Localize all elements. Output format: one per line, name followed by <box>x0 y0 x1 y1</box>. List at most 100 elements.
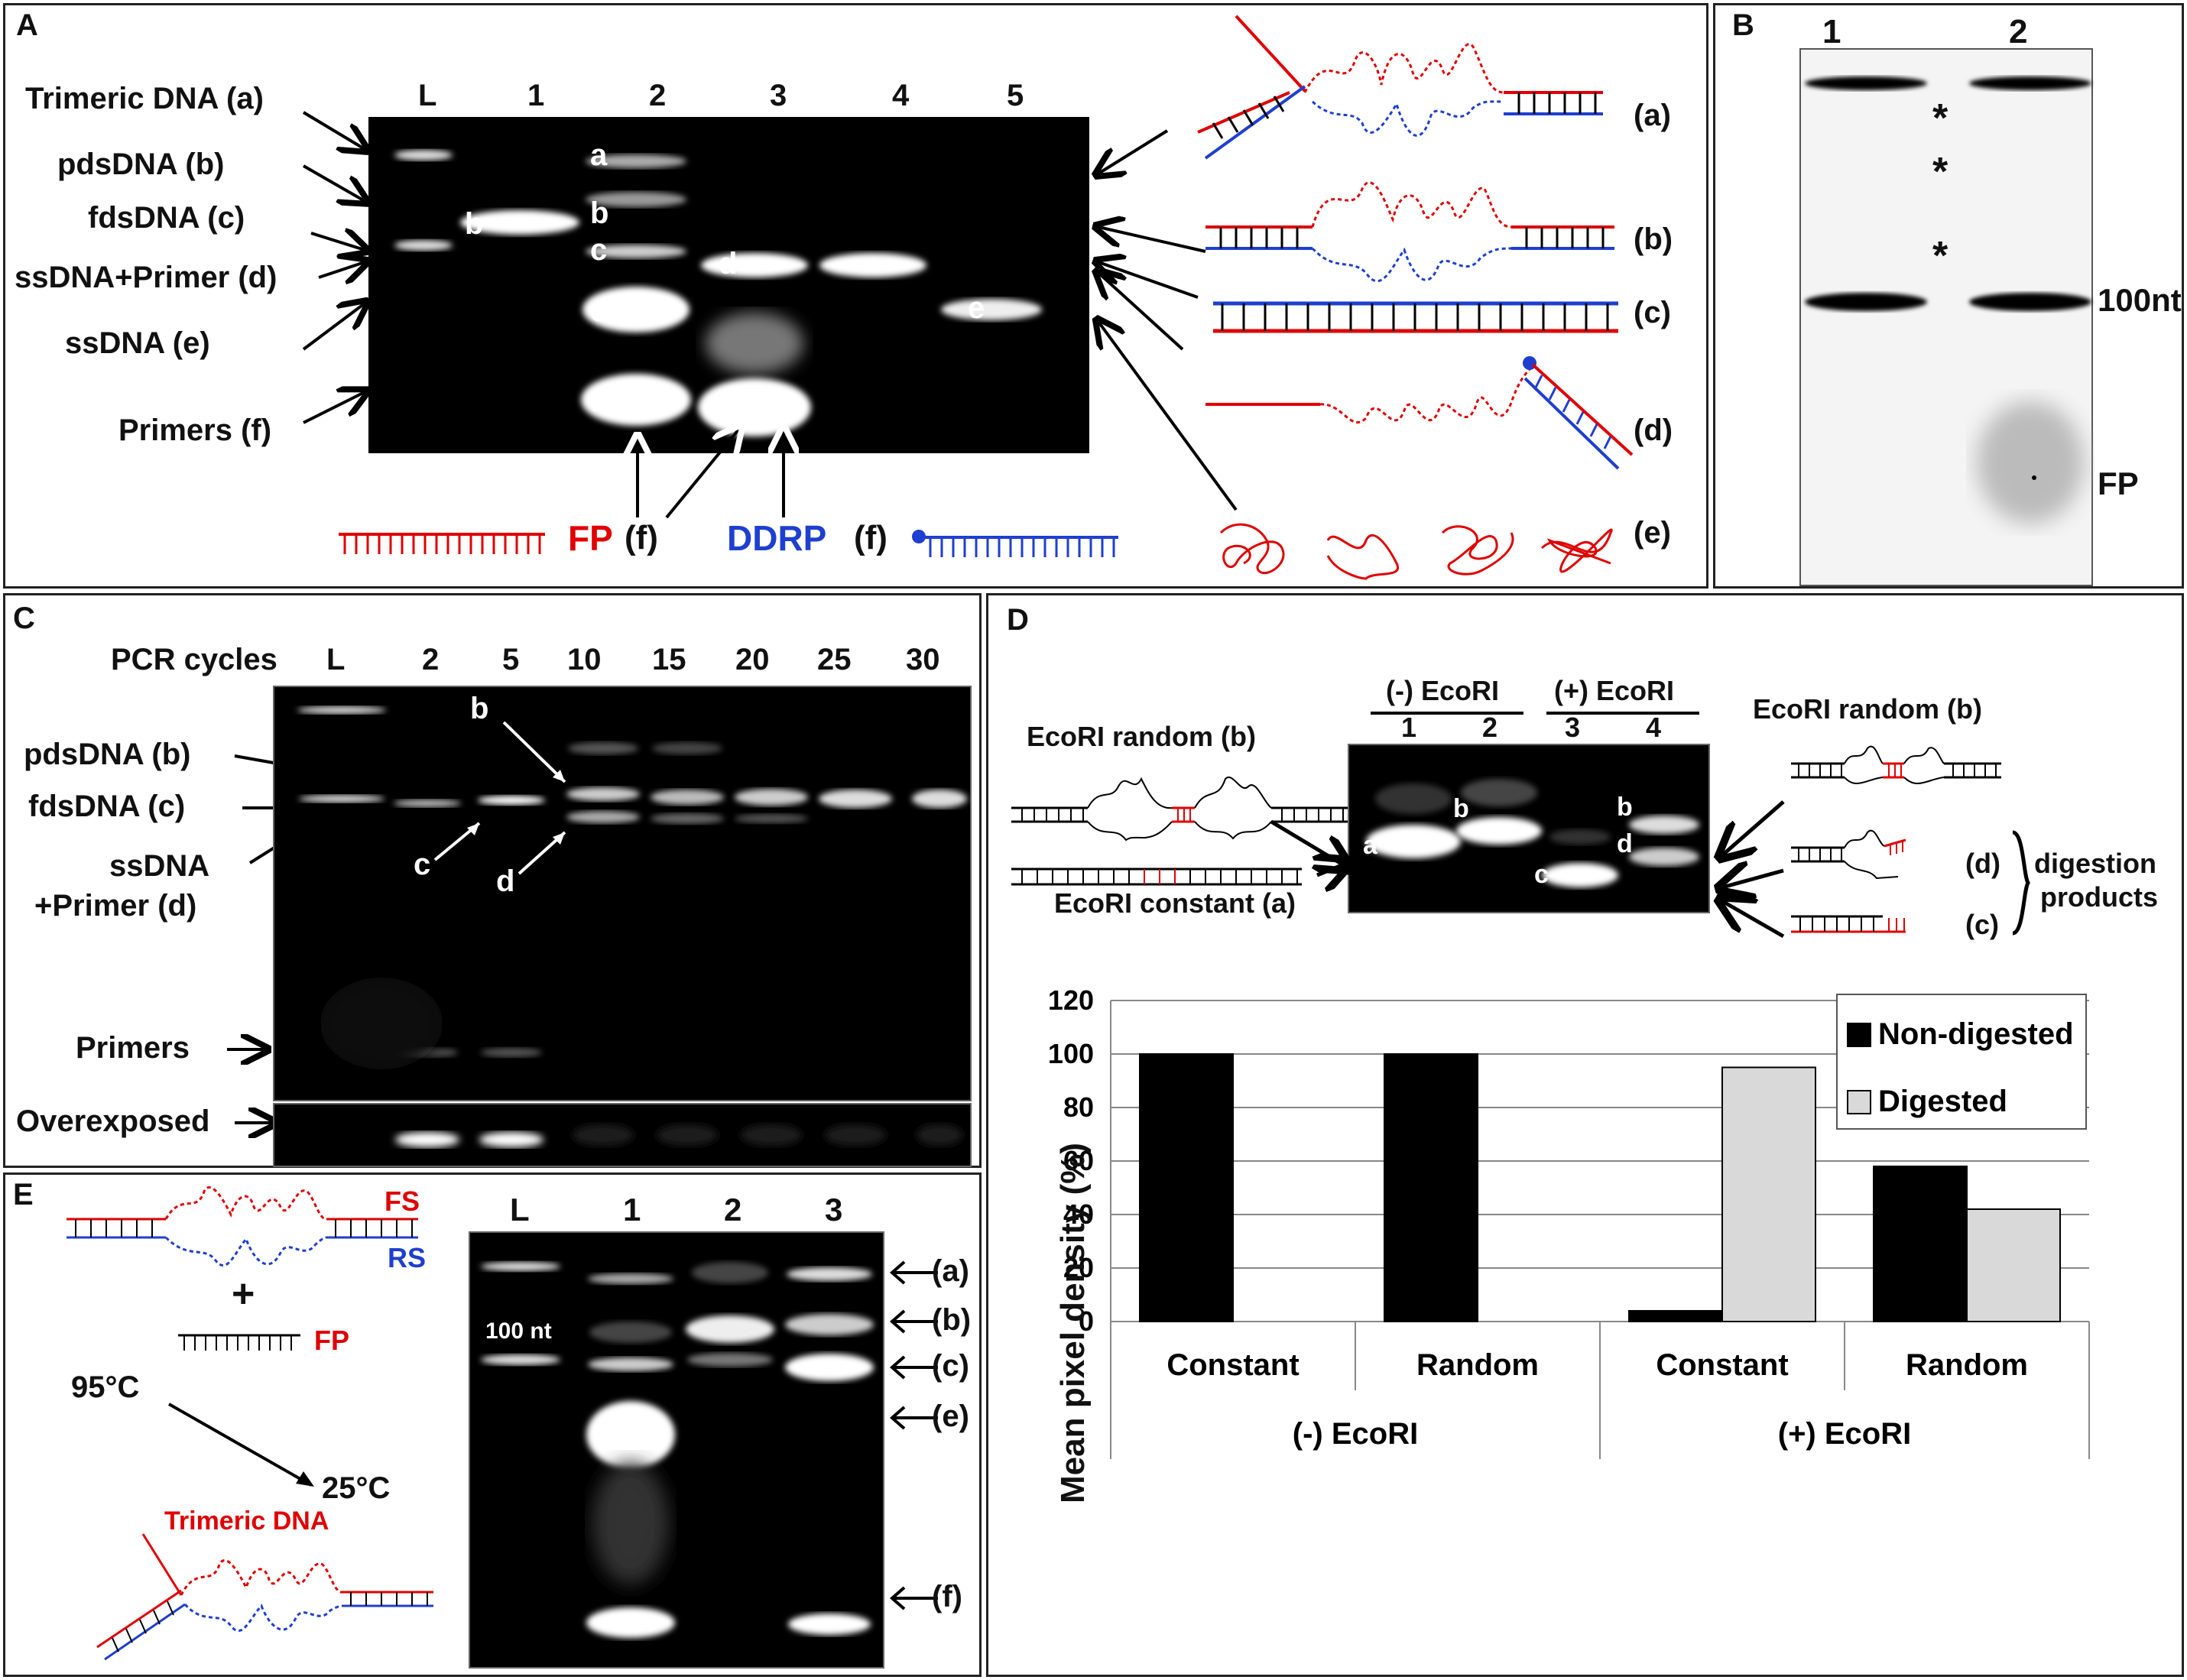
c-label-fdsdna: fdsDNA (c) <box>28 790 186 823</box>
schematic-e-label: (e) <box>1634 516 1671 550</box>
y-tick-label: 60 <box>1063 1145 1094 1176</box>
y-tick-label: 100 <box>1048 1038 1094 1069</box>
d-band-b1: b <box>1453 794 1469 823</box>
bar-non-digested <box>1873 1166 1968 1322</box>
e-label-e: (e) <box>932 1399 969 1433</box>
panel-b-lane-1: 1 <box>1822 13 1841 50</box>
bar-non-digested <box>1384 1053 1478 1322</box>
y-tick-label: 0 <box>1079 1305 1094 1337</box>
e-plus: + <box>232 1272 255 1316</box>
schematic-b-label: (b) <box>1634 222 1673 256</box>
e-trimeric-label: Trimeric DNA <box>164 1506 329 1536</box>
bar-non-digested <box>1628 1310 1723 1322</box>
gel-c-bands <box>297 706 967 1069</box>
gel-d-bands <box>1366 779 1699 887</box>
marker-100nt: 100nt <box>2098 282 2182 318</box>
x-group-label: (-) EcoRI <box>1293 1417 1418 1451</box>
gel-a-band-e: e <box>590 294 608 328</box>
gel-c-overexposed <box>273 1103 972 1167</box>
pcr-cycles-header: PCR cycles <box>111 643 277 676</box>
gel-a-band-b2: b <box>590 196 609 230</box>
c-arrow-label-d: d <box>496 864 515 898</box>
e-marker-100nt: 100 nt <box>485 1318 552 1344</box>
c-label-primer-d: +Primer (d) <box>34 889 197 923</box>
e-lane-2: 2 <box>724 1192 742 1228</box>
x-category-label: Random <box>1906 1348 2028 1382</box>
e-temp-95: 95°C <box>71 1370 140 1404</box>
d-band-b2: b <box>1617 793 1633 822</box>
ddrp-primer-icon <box>912 530 1118 557</box>
star-2: * <box>1932 150 1949 194</box>
lane-l: L <box>418 79 437 112</box>
c-lane-30: 30 <box>906 643 940 676</box>
e-duplex-schematic <box>67 1186 418 1267</box>
d-lane-3: 3 <box>1565 712 1581 743</box>
c-lane-5: 5 <box>502 643 520 676</box>
d-group-plus-underline <box>1546 712 1699 715</box>
c-label-primers: Primers <box>76 1031 190 1065</box>
panel-d-label: D <box>1007 603 1029 637</box>
schematic-b-pdsdna <box>1205 181 1614 283</box>
star-3: * <box>1932 234 1949 278</box>
e-label-b: (b) <box>932 1303 972 1337</box>
y-tick-label: 20 <box>1063 1252 1094 1283</box>
lane-4: 4 <box>892 79 910 112</box>
label-primers: Primers (f) <box>118 414 272 447</box>
label-ssdna-primer: ssDNA+Primer (d) <box>15 261 277 294</box>
gel-a-band-d: d <box>719 247 738 281</box>
d-lane-1: 1 <box>1401 712 1417 743</box>
c-label-pdsdna: pdsDNA (b) <box>24 738 191 771</box>
panel-e: E FS RS + FP 95°C 25°C Trimeric DNA L 1 <box>3 1172 982 1677</box>
gel-c-overexposed-bands <box>395 1124 962 1147</box>
panel-b-fp: FP <box>2098 465 2139 501</box>
panel-e-label: E <box>13 1178 34 1211</box>
fp-label: FP <box>568 518 613 558</box>
gel-d: a b c b d <box>1348 744 1710 913</box>
c-lane-25: 25 <box>817 643 852 676</box>
panel-d: D (-) EcoRI (+) EcoRI 1 2 3 4 a b c b d … <box>986 593 2184 1677</box>
e-fp-icon <box>178 1334 300 1351</box>
y-tick-label: 120 <box>1048 984 1094 1016</box>
gel-b: * * * <box>1799 48 2093 586</box>
e-lane-3: 3 <box>825 1192 843 1228</box>
schematic-d-ssdna-primer <box>1205 356 1634 470</box>
chart-ylabel: Mean pixel density (%) <box>1054 1143 1092 1503</box>
c-label-ssdna: ssDNA <box>109 849 210 883</box>
panel-a-up-arrows <box>617 418 846 519</box>
panel-b-label: B <box>1732 8 1754 42</box>
e-fp-label: FP <box>314 1325 350 1356</box>
e-trimeric-schematic <box>96 1533 433 1661</box>
e-label-a: (a) <box>932 1254 969 1288</box>
label-pdsdna: pdsDNA (b) <box>57 148 225 181</box>
x-category-label: Constant <box>1167 1348 1299 1382</box>
lane-3: 3 <box>770 79 787 112</box>
d-digestion-label: digestion <box>2034 848 2156 879</box>
fp-f-label: (f) <box>625 519 658 556</box>
label-fdsdna: fdsDNA (c) <box>88 201 245 235</box>
c-lane-15: 15 <box>652 643 686 676</box>
c-arrow-label-b: b <box>470 692 489 725</box>
schematic-c-fdsdna <box>1213 301 1618 333</box>
schematic-e-ssdna <box>1219 523 1613 580</box>
legend-label: Non-digested <box>1878 1017 2074 1051</box>
ddrp-label: DDRP <box>727 518 827 558</box>
d-group-minus: (-) EcoRI <box>1386 675 1499 706</box>
d-left-random-label: EcoRI random (b) <box>1027 721 1257 752</box>
c-lane-20: 20 <box>735 643 770 676</box>
schematic-a-trimeric <box>1197 15 1603 160</box>
bar-non-digested <box>1139 1053 1234 1322</box>
d-left-constant-label: EcoRI constant (a) <box>1054 887 1296 919</box>
c-lane-10: 10 <box>567 643 602 676</box>
d-band-d: d <box>1617 829 1633 858</box>
e-fs-label: FS <box>385 1185 420 1217</box>
e-anneal-arrow <box>168 1403 314 1487</box>
panel-b: B 1 2 * * * 100nt FP <box>1713 3 2184 589</box>
lane-2: 2 <box>649 79 667 112</box>
panel-a: A Trimeric DNA (a) pdsDNA (b) fdsDNA (c)… <box>3 3 1708 589</box>
gel-a-bands <box>394 150 1042 436</box>
d-lane-2: 2 <box>1482 712 1498 743</box>
gel-a: b a b c e f d e <box>368 117 1089 453</box>
panel-a-left-arrows <box>302 111 376 424</box>
